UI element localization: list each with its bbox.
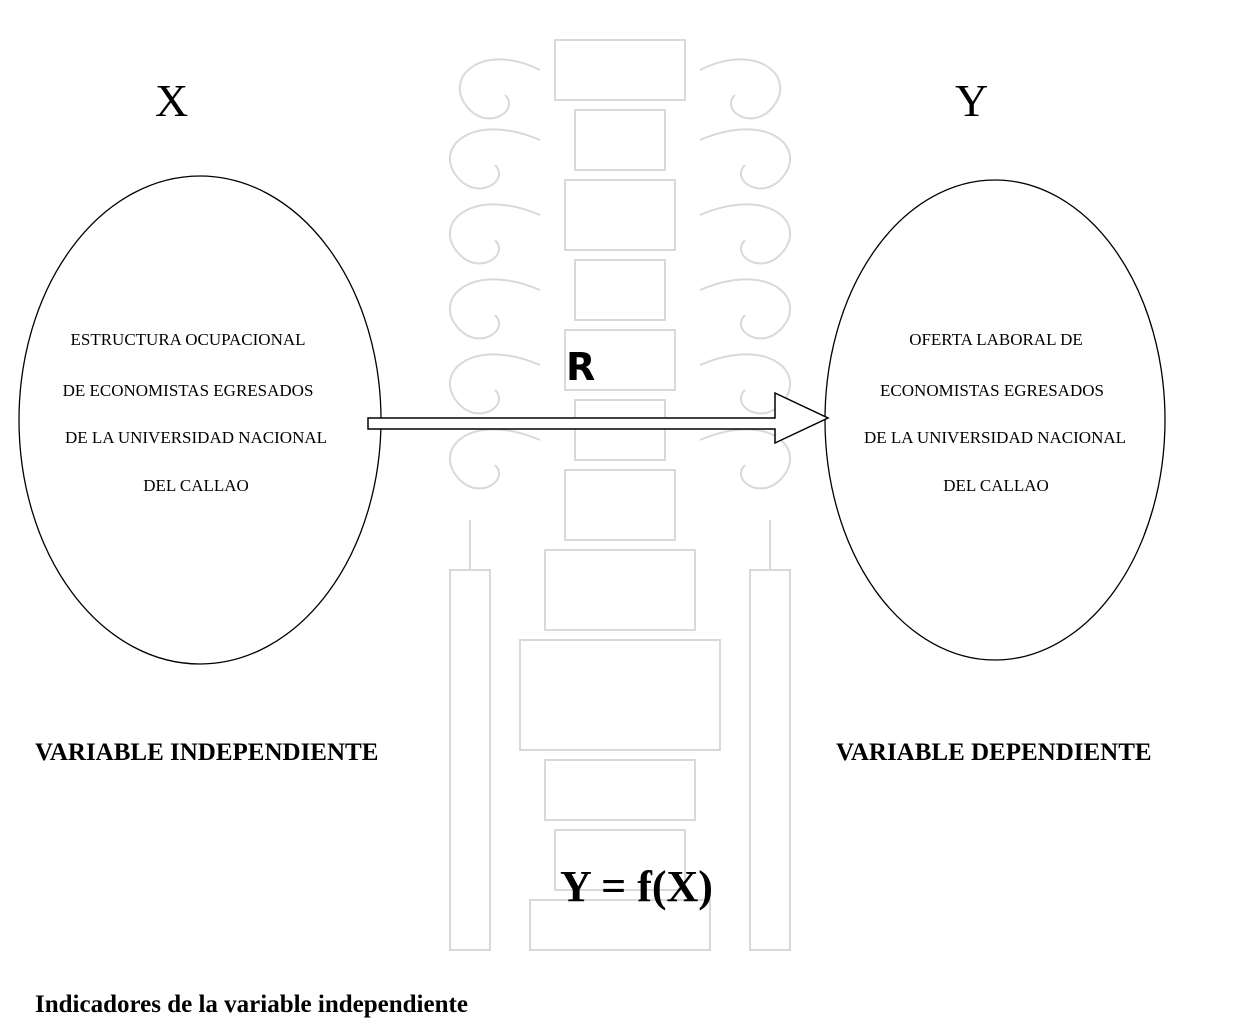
dependent-variable-line-4: DEL CALLAO — [943, 476, 1049, 495]
section-heading: Indicadores de la variable independiente — [35, 991, 468, 1018]
independent-variable-line-4: DEL CALLAO — [143, 476, 249, 495]
independent-variable-line-1: ESTRUCTURA OCUPACIONAL — [70, 330, 306, 349]
dependent-variable-line-3: DE LA UNIVERSIDAD NACIONAL — [863, 428, 1127, 447]
dependent-variable-line-1: OFERTA LABORAL DE — [909, 330, 1083, 349]
independent-variable-type-label: VARIABLE INDEPENDIENTE — [35, 739, 379, 766]
independent-variable-line-3: DE LA UNIVERSIDAD NACIONAL — [64, 428, 328, 447]
dependent-variable-letter: Y — [955, 75, 989, 126]
independent-variable-ellipse — [18, 175, 382, 665]
relation-label: R — [566, 345, 596, 389]
independent-variable-line-2: DE ECONOMISTAS EGRESADOS — [62, 381, 314, 400]
dependent-variable-type-label: VARIABLE DEPENDIENTE — [836, 739, 1152, 766]
function-formula: Y = f(X) — [560, 862, 713, 911]
independent-variable-letter: X — [155, 75, 189, 126]
dependent-variable-ellipse — [824, 179, 1166, 661]
relation-arrow — [367, 391, 830, 445]
dependent-variable-line-2: ECONOMISTAS EGRESADOS — [880, 381, 1104, 400]
